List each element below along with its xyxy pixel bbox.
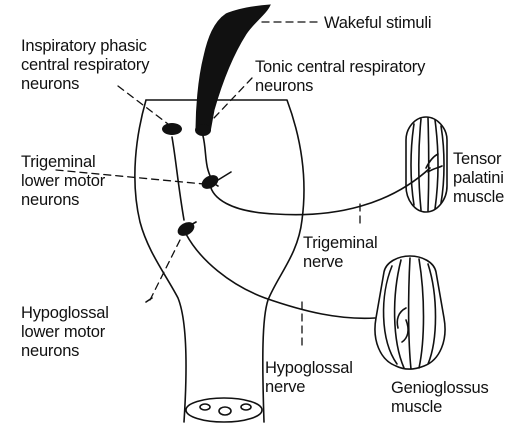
leader-inspiratory-neurons [118,86,168,124]
leader-hypoglossal-lmn [150,236,182,300]
label-genioglossus-line1: Genioglossus [391,379,489,397]
inspiratory-neuron-body [162,123,182,135]
spinal-cord-inner-left [200,404,210,410]
label-tensor-line2: palatini [453,169,504,187]
label-tonic-line2: neurons [255,77,313,95]
trigeminal-nerve-fiber [210,168,430,215]
hypoglossal-lmn-tick [146,298,152,302]
spinal-cord-inner-right [241,404,251,410]
label-hypoglossal-lmn-line2: lower motor [21,323,106,341]
tensor-palatini-muscle [406,117,447,212]
label-inspiratory-line2: central respiratory [21,56,150,74]
label-trigeminal-nerve-line1: Trigeminal [303,234,377,252]
label-trigeminal-lmn-line2: lower motor [21,172,106,190]
label-trigeminal-nerve-line2: nerve [303,253,343,271]
spinal-cord-inner-center [219,407,231,415]
label-tensor-line1: Tensor [453,150,502,168]
trigeminal-lmn-dendrite [218,172,231,180]
label-trigeminal-lmn-line1: Trigeminal [21,153,95,171]
label-trigeminal-lmn-line3: neurons [21,191,79,209]
label-tonic-line1: Tonic central respiratory [255,58,426,76]
label-hypoglossal-nerve-line2: nerve [265,378,305,396]
label-hypoglossal-nerve-line1: Hypoglossal [265,359,353,377]
label-inspiratory-line1: Inspiratory phasic [21,37,147,55]
label-hypoglossal-lmn-line1: Hypoglossal [21,304,109,322]
label-tensor-line3: muscle [453,188,504,206]
label-hypoglossal-lmn-line3: neurons [21,342,79,360]
hypoglossal-lmn-body [175,219,197,238]
tonic-neuron-body [195,124,211,136]
genioglossus-muscle [375,256,445,369]
label-inspiratory-line3: neurons [21,75,79,93]
inspiratory-axon [172,137,184,220]
label-genioglossus-line2: muscle [391,398,442,416]
spinal-cord-section [186,398,262,422]
label-wakeful-stimuli: Wakeful stimuli [324,14,431,32]
